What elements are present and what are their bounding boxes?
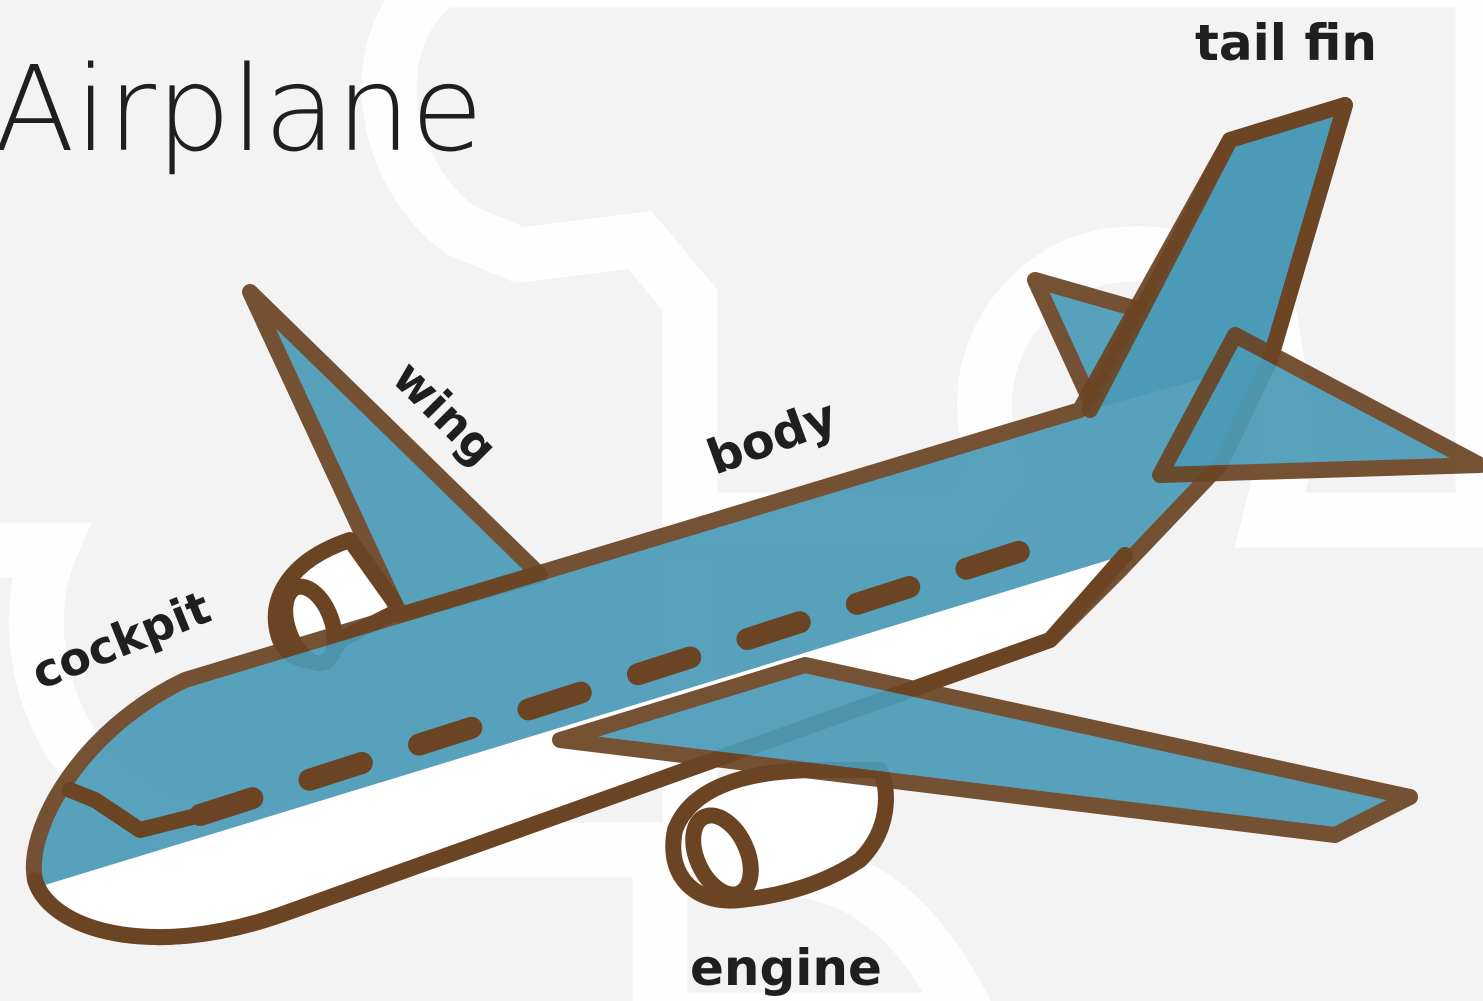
label-body: body bbox=[700, 388, 844, 486]
diagram-title: Airplane bbox=[0, 40, 483, 178]
label-tail-fin: tail fin bbox=[1195, 14, 1377, 72]
label-engine: engine bbox=[690, 939, 882, 997]
